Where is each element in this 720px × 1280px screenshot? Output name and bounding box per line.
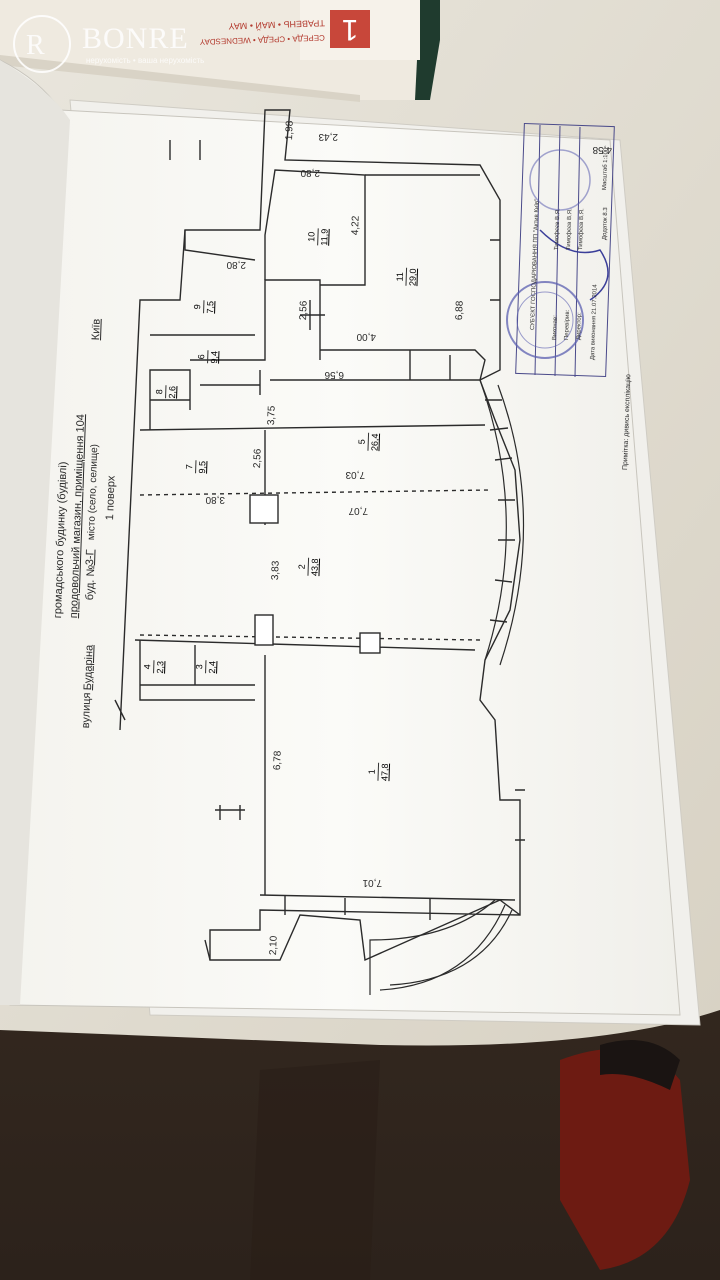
watermark-logo-icon: R — [13, 15, 71, 73]
form-number: Додаток 8.3 — [602, 207, 610, 241]
dimension-label: 3,83 — [270, 560, 282, 581]
dimension-label: 6,88 — [454, 300, 466, 321]
red-shoe — [560, 1048, 690, 1270]
green-book — [415, 0, 440, 100]
stamp-role-3: Директор: — [576, 312, 583, 341]
dimension-label: 2,80 — [300, 167, 320, 178]
dimension-label: 1,98 — [284, 120, 296, 141]
watermark-tagline: нерухомість • ваша нерухомість — [86, 56, 205, 65]
round-seal — [506, 281, 584, 359]
dimension-label: 6,56 — [324, 369, 344, 380]
dimension-label: 4,58 — [592, 144, 612, 155]
dimension-label: 4,00 — [356, 331, 376, 342]
dimension-label: 2,43 — [318, 131, 338, 142]
building-label: буд. № — [84, 564, 98, 601]
dimension-label: 2,56 — [298, 300, 310, 321]
watermark-brand: BONRE — [82, 22, 189, 55]
street-label: вулиця — [80, 692, 94, 729]
building-value: 3-Г — [84, 549, 97, 566]
floor-label: 1 поверх — [104, 475, 118, 521]
street-value: Бударіна — [82, 644, 96, 691]
stamp-role-2: Перевірив: — [564, 309, 572, 341]
svg-text:R: R — [26, 30, 45, 61]
stamp-role-1: Виконав: — [552, 315, 559, 341]
dimension-label: 2,56 — [252, 448, 264, 469]
dimension-label: 7,07 — [348, 505, 368, 516]
dimension-label: 2,10 — [268, 935, 280, 956]
dimension-label: 7,01 — [362, 877, 382, 888]
dimension-label: 3,75 — [266, 405, 278, 426]
dimension-label: 6,78 — [272, 750, 284, 771]
dimension-label: 7,03 — [345, 469, 365, 480]
signature-mark — [539, 229, 609, 301]
dimension-label: 2,80 — [226, 259, 246, 270]
city-value: Київ — [90, 318, 103, 341]
dimension-label: 3,80 — [205, 494, 225, 505]
dimension-label: 4,22 — [350, 215, 362, 236]
